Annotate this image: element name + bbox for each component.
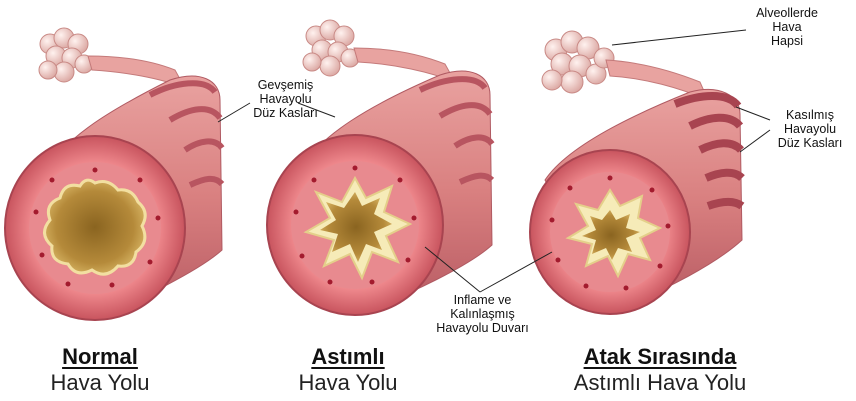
caption-normal-title: Normal xyxy=(10,344,190,370)
alveoli-trapped-air-label: Alveollerde Hava Hapsi xyxy=(742,6,832,48)
caption-attack-title: Atak Sırasında xyxy=(520,344,800,370)
caption-normal-subtitle: Hava Yolu xyxy=(10,370,190,396)
contracted-muscle-label: Kasılmış Havayolu Düz Kasları xyxy=(764,108,856,150)
asthmatic-airway xyxy=(267,20,492,315)
caption-asthmatic-subtitle: Hava Yolu xyxy=(258,370,438,396)
caption-asthmatic: Astımlı Hava Yolu xyxy=(258,344,438,396)
attack-airway xyxy=(530,31,742,314)
caption-normal: Normal Hava Yolu xyxy=(10,344,190,396)
alveoli-cluster-2 xyxy=(303,20,359,76)
relaxed-muscle-label: Gevşemiş Havayolu Düz Kasları xyxy=(238,78,333,120)
alveoli-cluster-3 xyxy=(542,31,614,93)
normal-airway xyxy=(5,28,222,320)
alveoli-cluster-1 xyxy=(39,28,93,82)
caption-attack-subtitle: Astımlı Hava Yolu xyxy=(520,370,800,396)
inflamed-wall-label: Inflame ve Kalınlaşmış Havayolu Duvarı xyxy=(430,293,535,335)
caption-attack: Atak Sırasında Astımlı Hava Yolu xyxy=(520,344,800,396)
caption-asthmatic-title: Astımlı xyxy=(258,344,438,370)
